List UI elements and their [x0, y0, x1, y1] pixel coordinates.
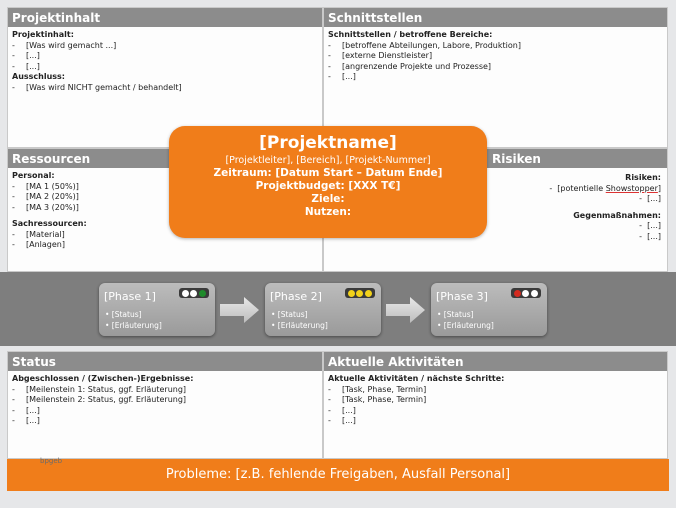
project-name: [Projektname]	[259, 133, 397, 153]
project-summary-box: [Projektname] [Projektleiter], [Bereich]…	[169, 126, 487, 238]
status-panel: Status Abgeschlossen / (Zwischen-)Ergebn…	[7, 351, 323, 459]
schnittstellen-header: Schnittstellen	[324, 8, 667, 27]
project-benefits: Nutzen:	[304, 206, 352, 218]
footer-text: bpgeb	[40, 457, 63, 465]
phase-status: • [Status]	[271, 310, 308, 319]
light-dot	[347, 289, 355, 297]
list-item: -[MA 3 (20%)]	[12, 202, 79, 212]
list-item: -[Anlagen]	[12, 240, 65, 249]
list-item: -[Meilenstein 2: Status, ggf. Erläuterun…	[12, 395, 187, 404]
light-dot	[181, 289, 189, 297]
list-item: -[betroffene Abteilungen, Labore, Produk…	[328, 40, 521, 50]
list-item: -[Meilenstein 1: Status, ggf. Erläuterun…	[12, 384, 187, 394]
list-item: - [potentielle Showstopper]	[549, 183, 661, 193]
schnittstellen-subtitle: Schnittstellen / betroffene Bereiche:	[328, 30, 493, 39]
arrow-right-icon	[386, 297, 425, 323]
list-item: -[Material]	[12, 229, 65, 239]
phase-card-1: [Phase 1] • [Status] • [Erläuterung]	[99, 283, 215, 336]
light-dot	[365, 289, 373, 297]
problems-bar: Probleme: [z.B. fehlende Freigaben, Ausf…	[7, 459, 669, 491]
phase-explanation: • [Erläuterung]	[271, 321, 328, 330]
aktivitaeten-panel: Aktuelle Aktivitäten Aktuelle Aktivitäte…	[323, 351, 668, 459]
list-item: - [...]	[639, 231, 661, 241]
list-item: - [...]	[639, 221, 661, 230]
phase-status: • [Status]	[105, 310, 142, 319]
phase-card-2: [Phase 2] • [Status] • [Erläuterung]	[265, 283, 381, 336]
arrow-right-icon	[220, 297, 259, 323]
list-item: -[...]	[328, 416, 356, 425]
phase-explanation: • [Erläuterung]	[105, 321, 162, 330]
list-item: -[...]	[12, 416, 40, 425]
list-item: -[...]	[12, 61, 40, 71]
light-dot	[513, 289, 521, 297]
sachressourcen-subtitle: Sachressourcen:	[12, 219, 87, 228]
list-item: -[MA 1 (50%)]	[12, 181, 79, 191]
phase-title: [Phase 2]	[270, 290, 322, 303]
phase-card-3: [Phase 3] • [Status] • [Erläuterung]	[431, 283, 547, 336]
list-item: - [...]	[639, 194, 661, 203]
phase-title: [Phase 1]	[104, 290, 156, 303]
aktivitaeten-header: Aktuelle Aktivitäten	[324, 352, 667, 371]
light-dot	[199, 289, 207, 297]
light-dot	[190, 289, 198, 297]
project-goals: Ziele:	[311, 193, 345, 205]
aktivitaeten-subtitle: Aktuelle Aktivitäten / nächste Schritte:	[328, 374, 505, 383]
light-dot	[522, 289, 530, 297]
status-header: Status	[8, 352, 322, 371]
projektinhalt-panel: Projektinhalt Projektinhalt: -[Was wird …	[7, 7, 323, 148]
traffic-light-icon	[511, 288, 541, 298]
gegenmassnahmen-subtitle: Gegenmaßnahmen:	[573, 210, 661, 220]
ausschluss-subtitle: Ausschluss:	[12, 72, 66, 81]
list-item: -[...]	[328, 72, 356, 81]
list-item: -[externe Dienstleister]	[328, 51, 433, 60]
traffic-light-icon	[345, 288, 375, 298]
list-item: -[MA 2 (20%)]	[12, 192, 79, 201]
list-item: -[angrenzende Projekte und Prozesse]	[328, 61, 492, 71]
list-item: -[Was wird NICHT gemacht / behandelt]	[12, 82, 182, 92]
risiken-subtitle: Risiken:	[625, 173, 661, 182]
list-item: -[...]	[12, 51, 40, 60]
traffic-light-icon	[179, 288, 209, 298]
projektinhalt-header: Projektinhalt	[8, 8, 322, 27]
project-lead-line: [Projektleiter], [Bereich], [Projekt-Num…	[225, 155, 431, 166]
list-item: -[...]	[12, 405, 40, 415]
list-item: -[Task, Phase, Termin]	[328, 384, 427, 394]
phase-status: • [Status]	[437, 310, 474, 319]
list-item: -[Was wird gemacht ...]	[12, 40, 117, 50]
light-dot	[531, 289, 539, 297]
project-budget: Projektbudget: [XXX T€]	[255, 180, 401, 192]
light-dot	[356, 289, 364, 297]
phase-explanation: • [Erläuterung]	[437, 321, 494, 330]
personal-subtitle: Personal:	[12, 171, 55, 180]
list-item: -[Task, Phase, Termin]	[328, 395, 427, 404]
list-item: -[...]	[328, 405, 356, 415]
status-subtitle: Abgeschlossen / (Zwischen-)Ergebnisse:	[12, 374, 194, 383]
phase-title: [Phase 3]	[436, 290, 488, 303]
projektinhalt-subtitle: Projektinhalt:	[12, 30, 74, 39]
project-period: Zeitraum: [Datum Start – Datum Ende]	[213, 167, 443, 179]
schnittstellen-panel: Schnittstellen Schnittstellen / betroffe…	[323, 7, 668, 148]
